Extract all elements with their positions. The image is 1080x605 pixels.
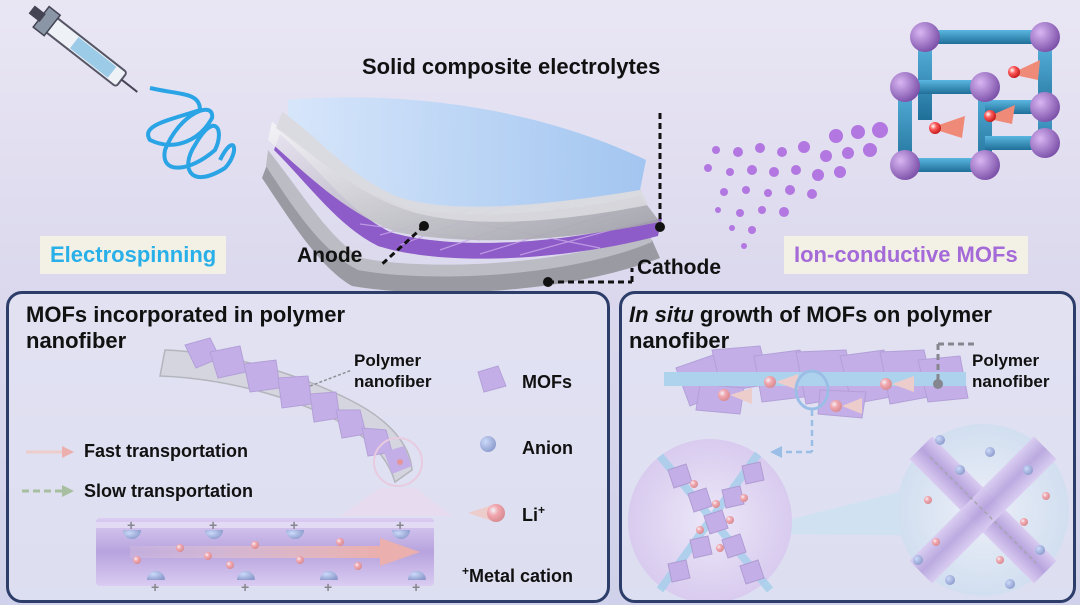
- left-panel: [6, 291, 610, 603]
- right-polymer-label-line1: Polymer: [972, 351, 1040, 370]
- left-polymer-label-line2: nanofiber: [354, 372, 432, 391]
- page-title: Solid composite electrolytes: [362, 54, 661, 79]
- fiber-squiggle: [146, 86, 237, 180]
- left-polymer-label-line1: Polymer: [354, 351, 422, 370]
- battery-stack: [262, 97, 662, 293]
- cathode-label: Cathode: [637, 256, 721, 279]
- right-polymer-label: Polymer nanofiber: [972, 350, 1049, 392]
- slow-transportation-label: Slow transportation: [84, 481, 254, 501]
- legend-metal-cation-label: +Metal cation: [462, 564, 573, 587]
- spray-dots: [704, 122, 888, 249]
- right-panel-title-italic: In situ: [629, 302, 694, 327]
- anode-label: Anode: [297, 244, 363, 267]
- right-panel-title-rest: growth of MOFs on polymer nanofiber: [629, 302, 992, 353]
- legend-li-sup: +: [538, 503, 546, 517]
- right-panel: [619, 291, 1076, 603]
- legend-metal-sup: +: [462, 564, 470, 578]
- left-polymer-label: Polymer nanofiber: [354, 350, 431, 392]
- legend-metal-text: Metal cation: [469, 566, 574, 586]
- right-polymer-label-line2: nanofiber: [972, 372, 1050, 391]
- fast-transportation-label: Fast transportation: [84, 441, 249, 461]
- anode-leader: [378, 221, 429, 268]
- left-panel-title: MOFs incorporated in polymer nanofiber: [26, 302, 346, 353]
- electrospinning-label: Electrospinning: [40, 236, 227, 274]
- ion-conductive-mofs-label: Ion-conductive MOFs: [784, 236, 1028, 274]
- legend-mofs-label: MOFs: [522, 372, 573, 392]
- syringe-icon: [28, 5, 138, 93]
- legend-li-label: Li+: [522, 503, 545, 526]
- legend-anion-label: Anion: [522, 438, 573, 458]
- mof-cube-icon: [890, 22, 1060, 180]
- legend-li-text: Li: [522, 505, 538, 525]
- cathode-leader: [543, 113, 665, 287]
- right-panel-title: In situ growth of MOFs on polymer nanofi…: [629, 302, 1074, 354]
